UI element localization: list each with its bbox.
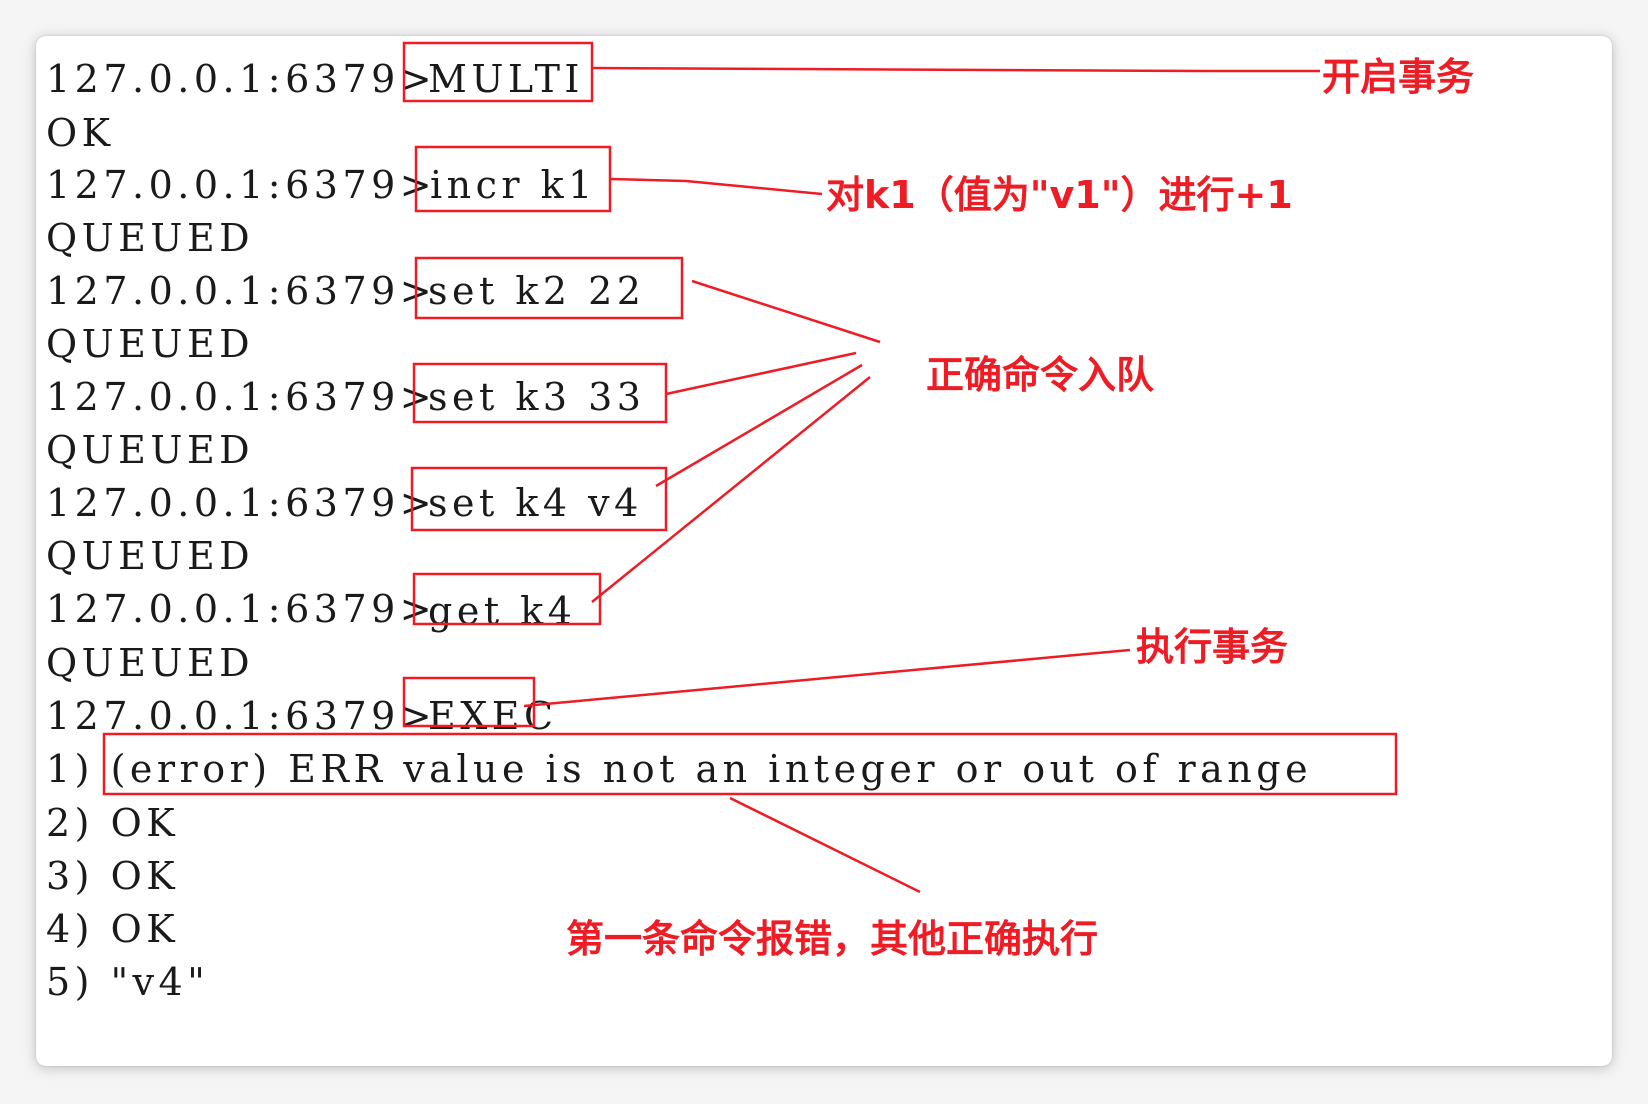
prompt: 127.0.0.1:6379> bbox=[46, 57, 437, 101]
prompt: 127.0.0.1:6379> bbox=[46, 375, 437, 419]
response-queued: QUEUED bbox=[46, 641, 255, 685]
prompt: 127.0.0.1:6379> bbox=[46, 694, 437, 738]
response-queued: QUEUED bbox=[46, 534, 255, 578]
command-incr: incr k1 bbox=[430, 163, 597, 207]
connector-line-set-k2 bbox=[691, 279, 881, 344]
command-set-k3: set k3 33 bbox=[428, 375, 646, 419]
command-set-k4: set k4 v4 bbox=[428, 481, 643, 525]
highlight-box-exec bbox=[402, 676, 536, 728]
highlight-box-multi bbox=[402, 41, 594, 103]
connector-line-set-k4 bbox=[655, 363, 863, 488]
exec-result-4: 4) OK bbox=[46, 907, 180, 951]
prompt-line-exec: 127.0.0.1:6379> bbox=[46, 697, 436, 735]
annotation-incr-note: 对k1（值为"v1"）进行+1 bbox=[826, 173, 1293, 217]
connector-line-get-k4 bbox=[591, 376, 871, 603]
highlight-box-error bbox=[102, 732, 1398, 796]
highlight-box-set-k2 bbox=[414, 256, 684, 320]
prompt-line-set-k2: 127.0.0.1:6379> bbox=[46, 272, 436, 310]
response-queued: QUEUED bbox=[46, 428, 255, 472]
connector-line-multi bbox=[591, 66, 1320, 73]
annotation-error-note: 第一条命令报错，其他正确执行 bbox=[566, 917, 1099, 961]
annotation-start-transaction: 开启事务 bbox=[1322, 55, 1475, 99]
prompt: 127.0.0.1:6379> bbox=[46, 587, 437, 631]
annotation-exec-note: 执行事务 bbox=[1136, 625, 1289, 669]
exec-result-5: 5) "v4" bbox=[46, 960, 210, 1004]
highlight-box-get-k4 bbox=[412, 572, 602, 626]
highlight-box-incr bbox=[414, 145, 612, 213]
connector-line-incr bbox=[609, 177, 823, 196]
highlight-box-set-k3 bbox=[412, 362, 668, 424]
response-queued: QUEUED bbox=[46, 216, 255, 260]
highlight-box-set-k4 bbox=[410, 466, 668, 532]
prompt-line-multi: 127.0.0.1:6379> bbox=[46, 60, 436, 98]
response-ok: OK bbox=[46, 111, 115, 155]
prompt: 127.0.0.1:6379> bbox=[46, 163, 437, 207]
connector-line-error bbox=[729, 796, 921, 894]
prompt-line-set-k4: 127.0.0.1:6379> bbox=[46, 484, 436, 522]
exec-result-2: 2) OK bbox=[46, 801, 180, 845]
terminal-screenshot: 127.0.0.1:6379> MULTI OK 127.0.0.1:6379>… bbox=[36, 36, 1612, 1066]
exec-result-1: 1) (error) ERR value is not an integer o… bbox=[46, 747, 1313, 791]
connector-line-set-k3 bbox=[665, 351, 857, 396]
connector-line-exec bbox=[523, 648, 1131, 708]
command-exec: EXEC bbox=[428, 694, 558, 738]
prompt-line-get-k4: 127.0.0.1:6379> bbox=[46, 590, 436, 628]
command-multi: MULTI bbox=[428, 57, 584, 101]
prompt-line-incr: 127.0.0.1:6379> bbox=[46, 166, 436, 204]
annotation-queued-note: 正确命令入队 bbox=[926, 353, 1155, 397]
exec-result-3: 3) OK bbox=[46, 854, 180, 898]
command-set-k2: set k2 22 bbox=[428, 269, 646, 313]
prompt-line-set-k3: 127.0.0.1:6379> bbox=[46, 378, 436, 416]
response-queued: QUEUED bbox=[46, 322, 255, 366]
prompt: 127.0.0.1:6379> bbox=[46, 269, 437, 313]
annotation-overlay bbox=[102, 41, 1398, 894]
prompt: 127.0.0.1:6379> bbox=[46, 481, 437, 525]
